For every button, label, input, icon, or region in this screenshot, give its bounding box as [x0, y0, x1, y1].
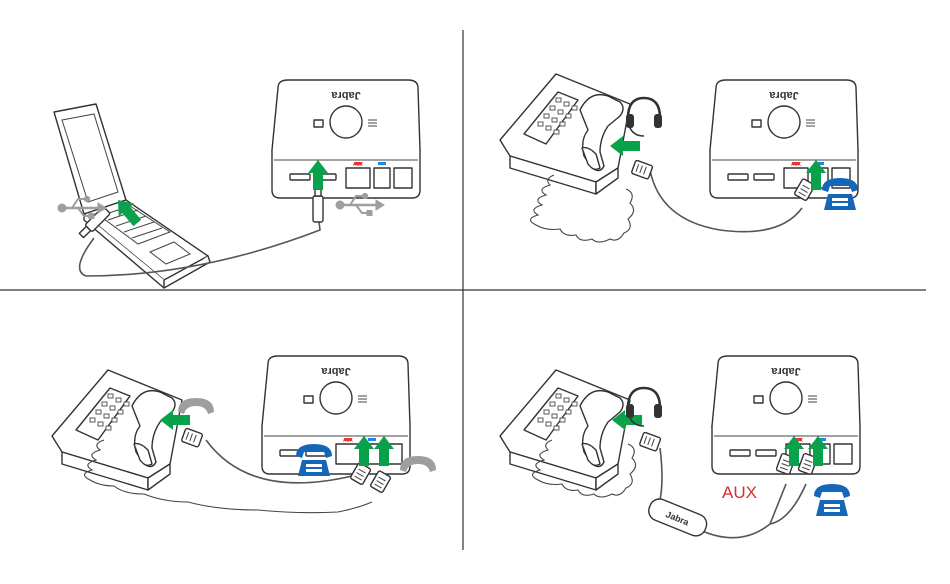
base-brand-label: Jabra [770, 365, 800, 377]
telephone-cable [770, 484, 806, 524]
ehs-adapter: Jabra [646, 496, 710, 539]
phone-icon [814, 484, 850, 516]
handset-icon [178, 398, 214, 414]
panel-desk-phone-headset-port: Jabra AUX [500, 74, 858, 242]
plug-phone-side [181, 428, 203, 447]
base-brand-label: Jabra [768, 89, 798, 101]
headset-icon [626, 388, 662, 426]
base-brand-label: Jabra [320, 365, 350, 377]
base-brand-label: Jabra [330, 89, 360, 101]
panel-desk-phone-aux-ehs: Jabra AUX Jabra AUX [500, 356, 860, 539]
base-station: Jabra AUX [272, 80, 420, 198]
base-aux-port-label: AUX [791, 162, 802, 168]
desk-phone-image [52, 370, 182, 490]
desk-phone-image [500, 370, 630, 490]
panel-usb-connection: Jabra AUX [54, 80, 420, 288]
base-aux-port-label: AUX [353, 162, 364, 168]
plug-phone-side [631, 160, 653, 179]
headset-icon [626, 98, 662, 136]
panel-desk-phone-handset-port: Jabra AUX [52, 356, 436, 513]
usb-plug-base [313, 186, 323, 222]
aux-label: AUX [722, 483, 757, 502]
plug-phone-side [639, 432, 661, 451]
laptop-image [54, 104, 210, 288]
telephone-cable [660, 448, 662, 500]
desk-phone-image [500, 74, 630, 194]
base-aux-port-label: AUX [343, 438, 354, 444]
